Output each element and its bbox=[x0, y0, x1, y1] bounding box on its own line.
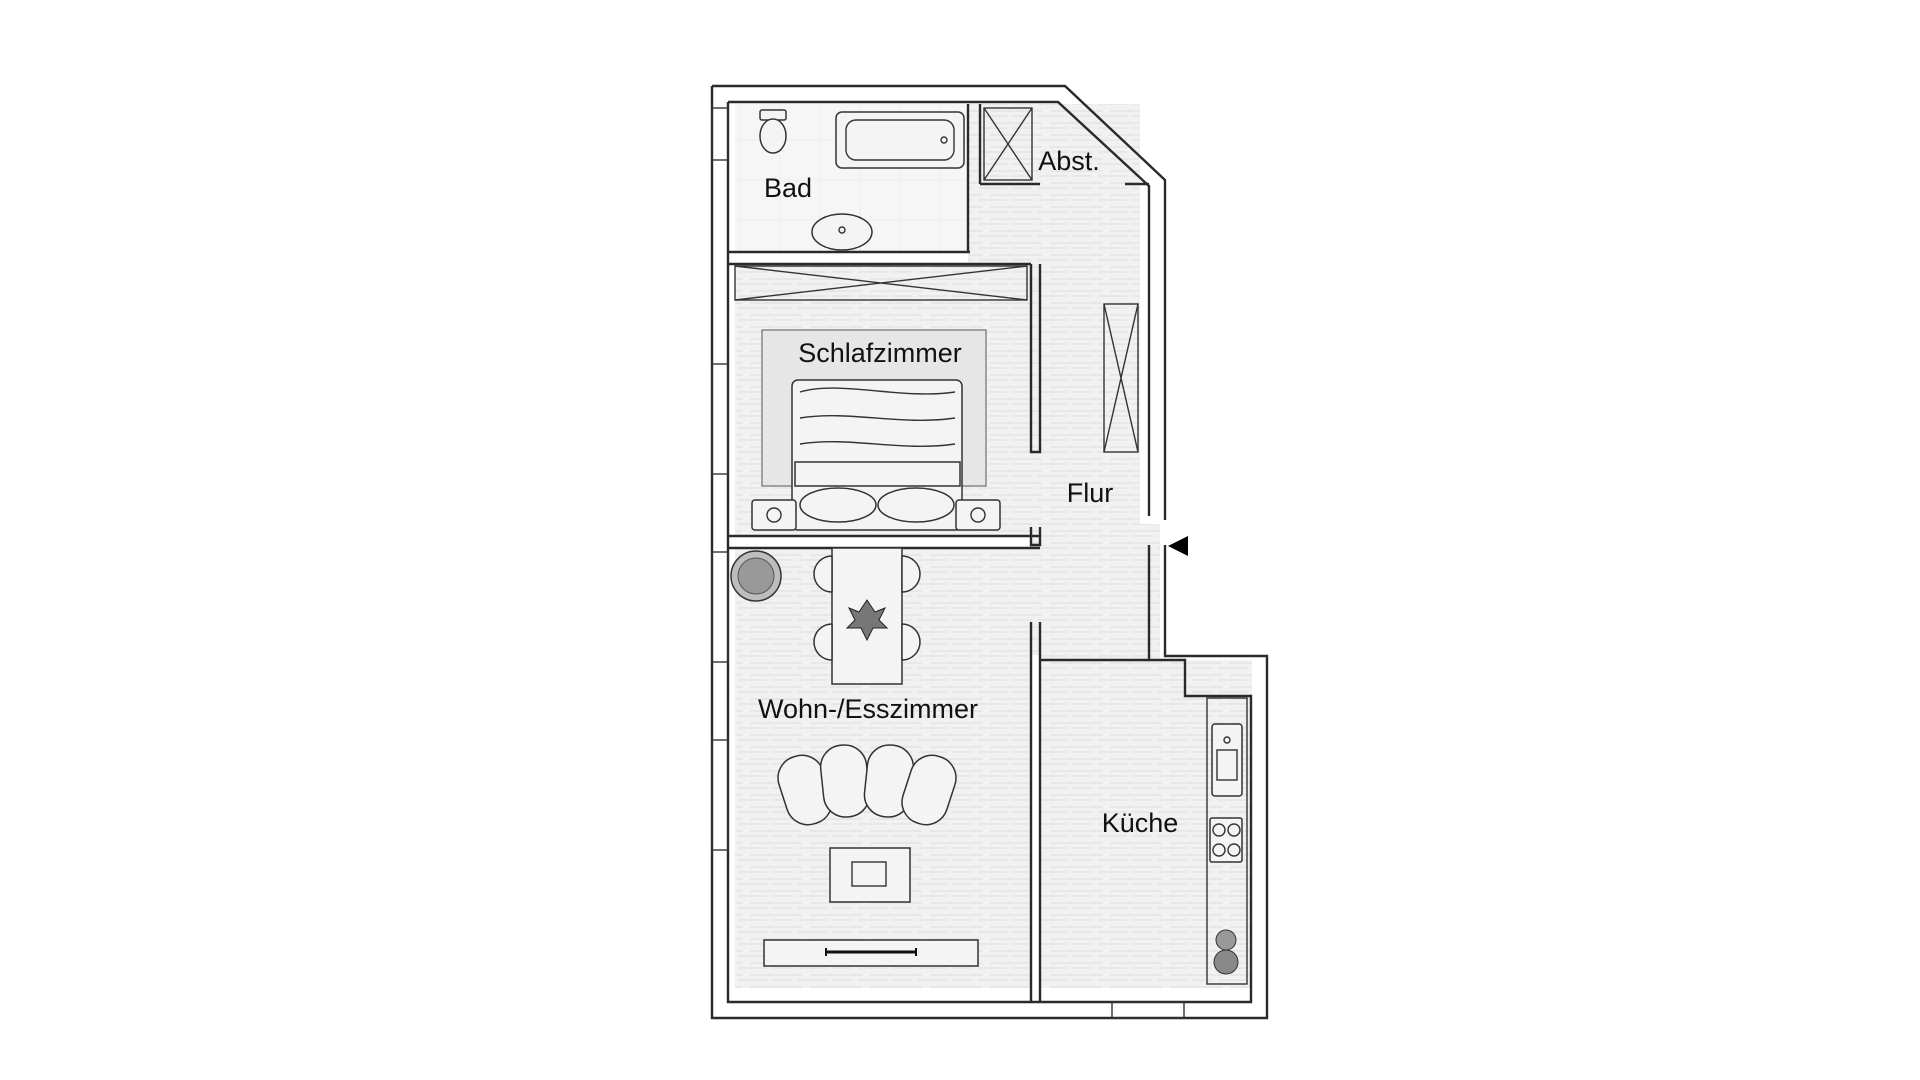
bedroom-wardrobe bbox=[734, 265, 1028, 301]
kitchen-counter bbox=[1206, 697, 1248, 985]
sink bbox=[1211, 723, 1243, 797]
chair-4 bbox=[901, 623, 921, 661]
windows bbox=[711, 107, 1185, 1019]
pillow-left bbox=[799, 487, 877, 523]
room-label-bad: Bad bbox=[764, 173, 812, 203]
coffee-table bbox=[829, 847, 911, 903]
kitchen-plant-1 bbox=[1215, 929, 1237, 951]
kitchen-plant-2 bbox=[1213, 949, 1239, 975]
bathtub bbox=[835, 111, 965, 169]
entrance-arrow-icon bbox=[1168, 536, 1188, 556]
chair-1 bbox=[813, 555, 833, 593]
window-living-2 bbox=[711, 739, 729, 851]
room-label-wohn: Wohn-/Esszimmer bbox=[758, 694, 978, 724]
stove bbox=[1209, 817, 1243, 863]
room-label-schlafzimmer: Schlafzimmer bbox=[798, 338, 962, 368]
room-label-kueche: Küche bbox=[1102, 808, 1179, 838]
nightstand-right bbox=[955, 499, 1001, 531]
hallway-lower-floor bbox=[1040, 524, 1160, 664]
window-bathroom bbox=[711, 107, 729, 161]
room-label-abst: Abst. bbox=[1038, 146, 1100, 176]
storage-shelf bbox=[983, 107, 1033, 181]
chair-3 bbox=[901, 555, 921, 593]
washbasin bbox=[811, 213, 873, 251]
kitchen-furniture bbox=[1206, 697, 1248, 985]
pillow-right bbox=[877, 487, 955, 523]
outer-walls bbox=[710, 84, 1269, 1020]
interior-walls bbox=[728, 104, 1149, 1002]
table-decoration bbox=[845, 599, 889, 642]
window-bedroom bbox=[711, 363, 729, 475]
window-living-1 bbox=[711, 551, 729, 663]
bathroom-fixtures bbox=[759, 109, 965, 251]
bedroom-furniture bbox=[734, 265, 1028, 531]
chair-2 bbox=[813, 623, 833, 661]
hallway-wardrobe bbox=[1103, 303, 1139, 453]
living-furniture bbox=[730, 547, 979, 967]
nightstand-left bbox=[751, 499, 797, 531]
sofa bbox=[777, 744, 957, 826]
room-label-flur: Flur bbox=[1067, 478, 1114, 508]
window-kitchen bbox=[1111, 1001, 1185, 1019]
